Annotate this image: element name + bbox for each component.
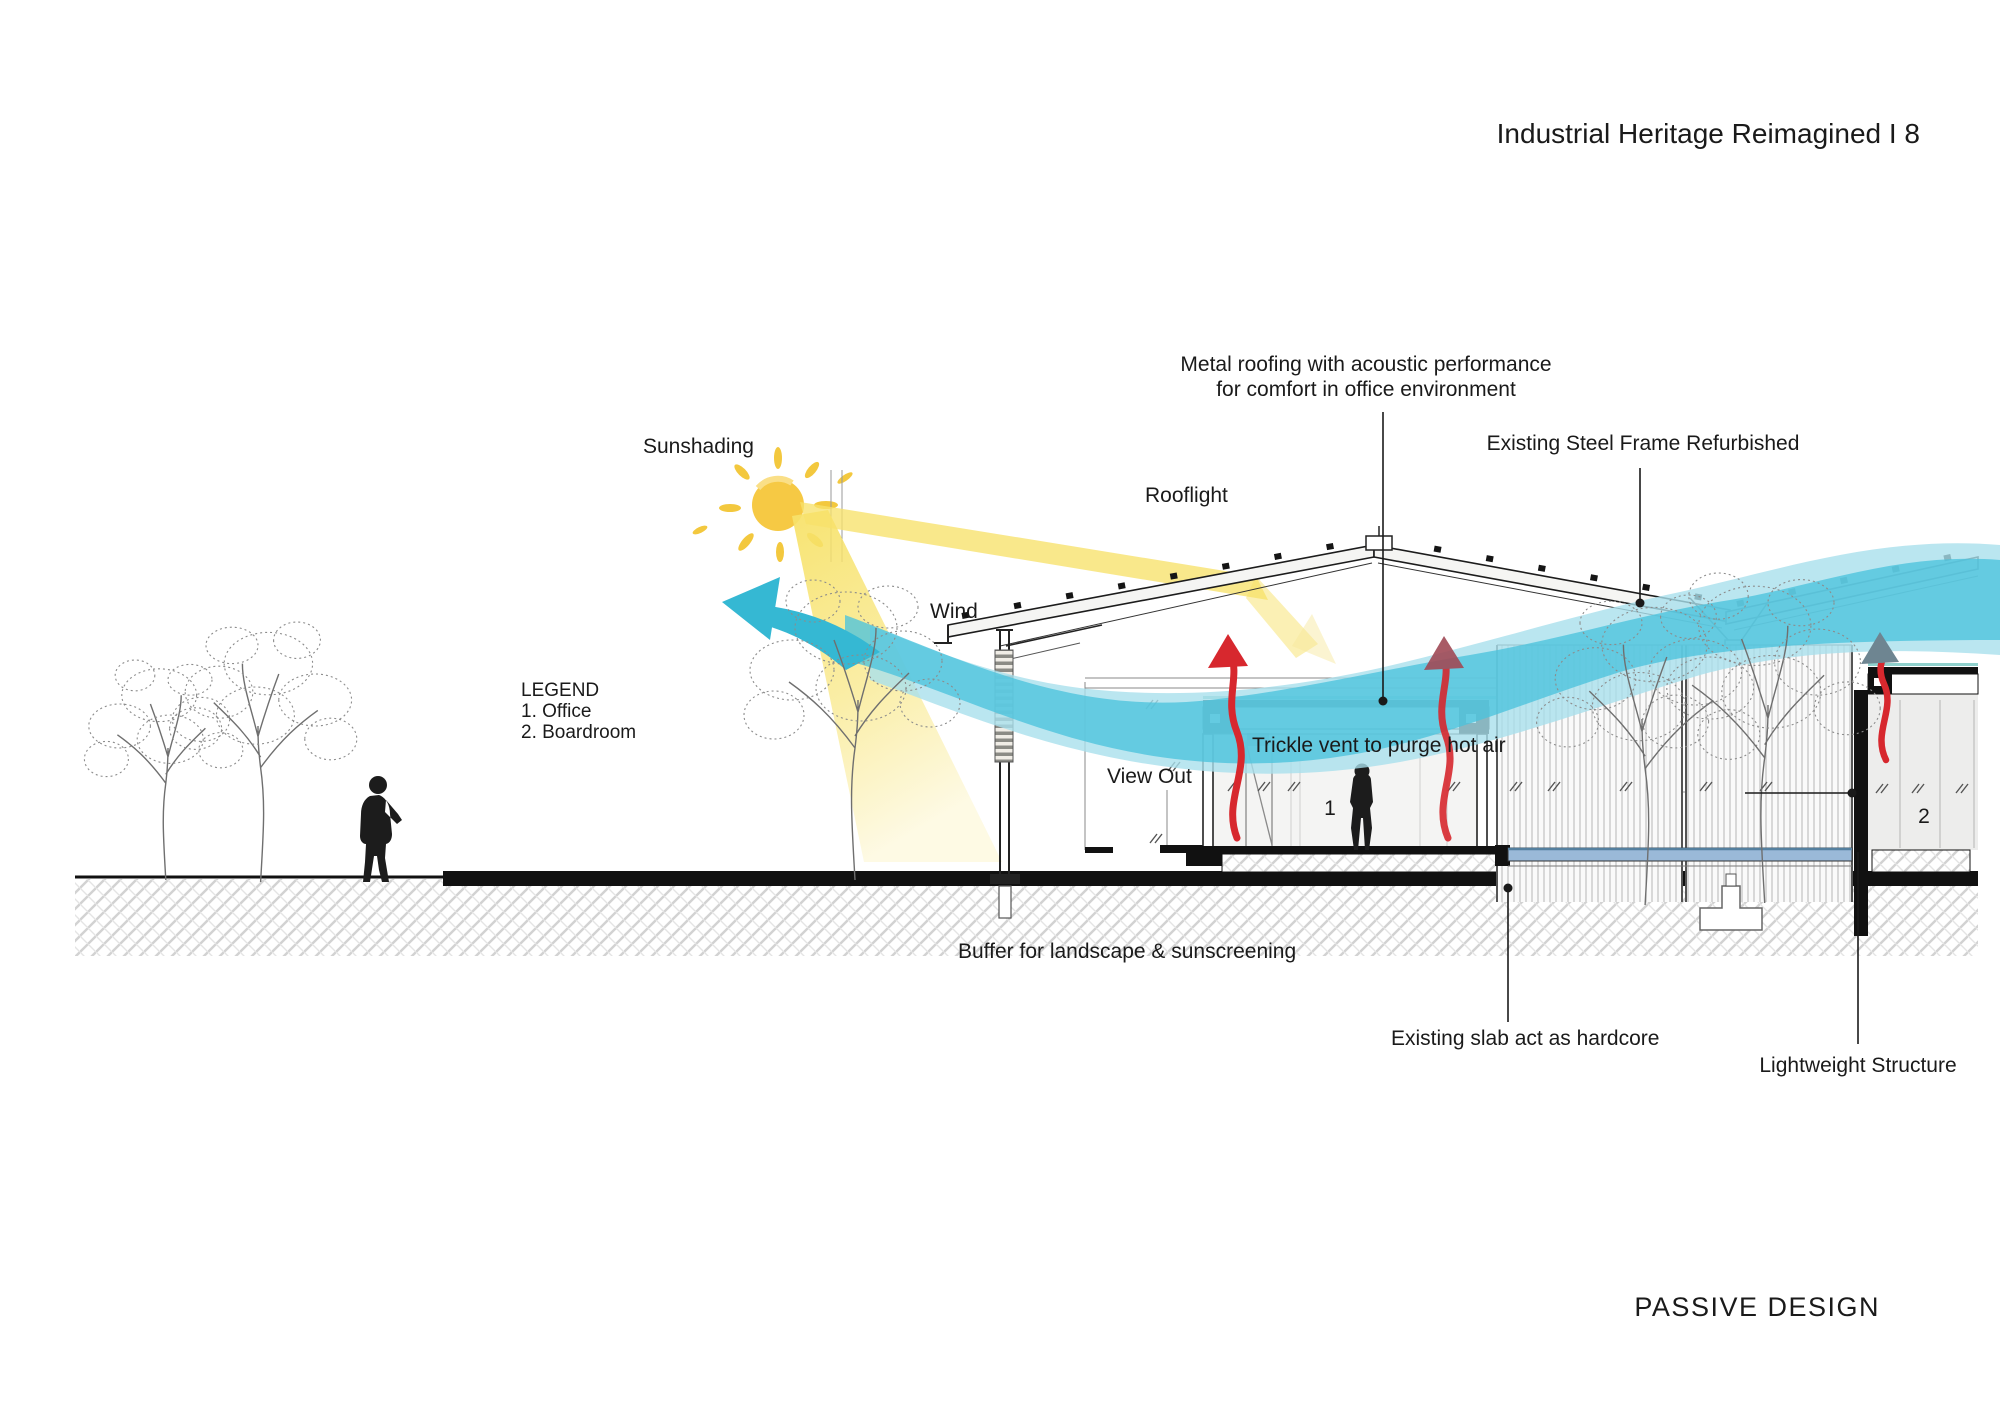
glass-hatch-mark <box>1149 833 1163 844</box>
sun-core <box>752 479 804 531</box>
pond-edge-left <box>1495 845 1510 866</box>
roof-eave-end <box>934 625 952 644</box>
label-steel-frame: Existing Steel Frame Refurbished <box>1487 432 1800 455</box>
room-number-office: 1 <box>1324 797 1336 820</box>
footer-title: PASSIVE DESIGN <box>1634 1292 1880 1322</box>
footing-stub <box>1725 873 1737 887</box>
courtyard <box>1495 644 1853 931</box>
hot-air-arrow-icon <box>1861 632 1899 764</box>
rooflight-beam <box>800 502 1268 600</box>
label-view-out: View Out <box>1107 765 1192 788</box>
office-floor-slab <box>1186 846 1518 854</box>
hot-air-arrows <box>1208 632 1899 842</box>
label-buffer: Buffer for landscape & sunscreening <box>958 940 1296 963</box>
boardroom-roof-glazing-strip <box>1868 663 1978 666</box>
leader-lines <box>1378 412 1859 1044</box>
boardroom-wall-left <box>1854 690 1868 936</box>
legend-title: LEGEND <box>521 680 599 701</box>
legend-item-office: 1. Office <box>521 701 591 722</box>
sun-rays <box>692 447 853 562</box>
wind-band-main <box>845 558 2000 764</box>
hot-air-arrow-icon <box>1208 634 1248 842</box>
sun-highlight <box>755 475 794 491</box>
legend-item-boardroom: 2. Boardroom <box>521 722 636 743</box>
label-wind: Wind <box>930 600 978 623</box>
room-number-boardroom: 2 <box>1918 805 1930 828</box>
wind-arrow-icon <box>722 577 880 670</box>
sun-icon <box>692 447 853 562</box>
slat-screen-right <box>1686 645 1852 902</box>
roof-purlins <box>961 536 1979 619</box>
rooflight-beam-arrow <box>1292 614 1336 664</box>
label-existing-slab: Existing slab act as hardcore <box>1391 1027 1659 1050</box>
hot-air-arrow-icon <box>1424 636 1464 842</box>
person-silhouette-walking <box>360 776 402 882</box>
label-metal-roofing-1: Metal roofing with acoustic performance <box>1180 353 1551 376</box>
label-sunshading: Sunshading <box>643 435 754 458</box>
column-pier <box>998 885 1012 919</box>
boardroom-mullions <box>1899 700 1975 848</box>
column-baseplate <box>990 874 1020 884</box>
label-lightweight: Lightweight Structure <box>1759 1054 1956 1077</box>
glass-sill-2 <box>1085 847 1113 853</box>
boardroom-plinth-step <box>1872 872 1942 884</box>
rooflight-beam-tail <box>1246 576 1318 658</box>
boardroom-plinth-hatch <box>1871 849 1971 873</box>
office-subslab-hatch <box>1221 853 1519 873</box>
boardroom-roof-band <box>1868 667 1978 674</box>
legend: LEGEND 1. Office 2. Boardroom <box>521 680 636 743</box>
tree-icon <box>167 620 359 884</box>
label-trickle-vent: Trickle vent to purge hot air <box>1252 734 1506 757</box>
tree-icon <box>82 658 245 882</box>
page-title: Industrial Heritage Reimagined I 8 <box>1497 118 1920 149</box>
roof-apex-cap <box>1365 535 1393 551</box>
label-metal-roofing-2: for comfort in office environment <box>1216 378 1516 401</box>
pad-footing <box>1699 885 1763 931</box>
label-rooflight: Rooflight <box>1145 484 1228 507</box>
